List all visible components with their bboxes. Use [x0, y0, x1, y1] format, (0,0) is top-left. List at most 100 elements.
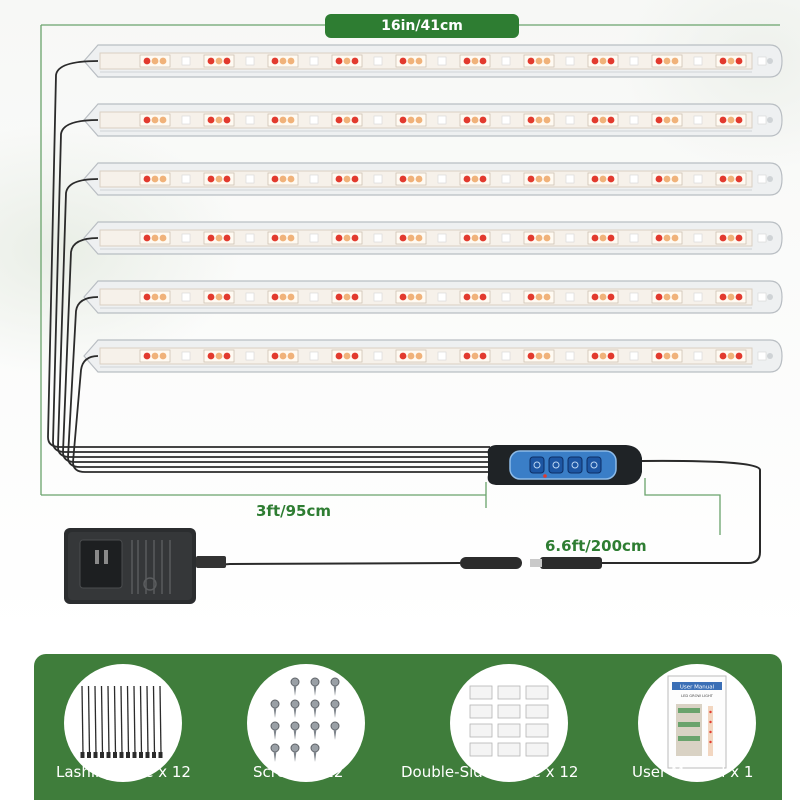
width-dimension-badge: 16in/41cm	[325, 14, 519, 38]
led-chip	[395, 54, 447, 68]
led-chip	[523, 290, 575, 304]
led-chip	[267, 290, 319, 304]
controller	[487, 445, 642, 485]
strip-wire	[67, 296, 490, 468]
extension-length-label: 6.6ft/200cm	[545, 537, 647, 555]
led-chip	[587, 349, 639, 363]
dimension-lines	[40, 24, 780, 535]
led-chip	[587, 290, 639, 304]
led-chip	[587, 231, 639, 245]
mode-icon[interactable]	[548, 456, 564, 474]
adapter-cable	[195, 559, 461, 566]
led-chip	[523, 172, 575, 186]
product-diagram	[40, 24, 783, 604]
accessories-panel: Lashing Tape x 12 Screws x 12 Double-Sid…	[34, 654, 782, 800]
led-chip	[587, 113, 639, 127]
led-chip	[459, 349, 511, 363]
accessory-label-user-manual: User Manual x 1	[632, 763, 754, 781]
led-chip	[523, 54, 575, 68]
timer-icon[interactable]	[529, 456, 545, 474]
dc-cable	[602, 459, 761, 564]
led-chip	[203, 113, 255, 127]
strip-wire	[47, 60, 490, 448]
led-chip	[523, 349, 575, 363]
led-chip	[139, 290, 191, 304]
light-strip	[83, 221, 783, 255]
light-strip	[83, 339, 783, 373]
led-chip	[203, 54, 255, 68]
led-chip	[139, 54, 191, 68]
dc-connector-male	[530, 557, 602, 569]
led-chip	[203, 349, 255, 363]
led-chip	[587, 172, 639, 186]
led-chip	[139, 172, 191, 186]
led-chip	[331, 290, 383, 304]
led-chip	[651, 54, 703, 68]
accessory-label-double-sided-tape: Double-Sided Tape x 12	[401, 763, 579, 781]
power-adapter	[64, 528, 196, 604]
strip-wire	[62, 237, 490, 463]
led-chip	[459, 113, 511, 127]
led-chip	[651, 172, 703, 186]
indicator-red-icon	[543, 474, 547, 478]
cable-length-label: 3ft/95cm	[256, 502, 332, 520]
accessory-lashing-tape	[64, 664, 194, 794]
strip-wire	[72, 355, 490, 473]
led-chip	[651, 231, 703, 245]
led-chip	[523, 231, 575, 245]
light-strip	[83, 103, 783, 137]
led-chip	[267, 113, 319, 127]
accessory-double-sided-tape	[450, 664, 580, 794]
led-chip	[331, 54, 383, 68]
led-chip	[459, 290, 511, 304]
light-strips	[83, 44, 783, 373]
led-chip	[267, 231, 319, 245]
cable-strain-relief	[196, 556, 226, 568]
led-chip	[715, 172, 767, 186]
led-chip	[139, 113, 191, 127]
manual-subtitle: LED GROW LIGHT	[681, 694, 714, 698]
led-chip	[267, 349, 319, 363]
led-chip	[139, 349, 191, 363]
led-chip	[203, 231, 255, 245]
led-chip	[203, 290, 255, 304]
led-chip	[715, 54, 767, 68]
led-chip	[331, 172, 383, 186]
led-chip	[267, 172, 319, 186]
led-chip	[395, 172, 447, 186]
screws-icon	[247, 664, 365, 782]
light-strip	[83, 44, 783, 78]
led-chip	[459, 172, 511, 186]
light-strip	[83, 280, 783, 314]
led-chip	[523, 113, 575, 127]
led-chip	[715, 349, 767, 363]
led-chip	[395, 349, 447, 363]
cable-ties-icon	[64, 664, 182, 782]
light-strip	[83, 162, 783, 196]
led-chip	[395, 231, 447, 245]
led-chip	[715, 113, 767, 127]
accessory-label-screws: Screws x 12	[253, 763, 344, 781]
led-chip	[715, 231, 767, 245]
led-chip	[139, 231, 191, 245]
manual-title: User Manual	[680, 685, 715, 691]
led-chip	[331, 231, 383, 245]
led-chip	[331, 113, 383, 127]
dc-connector-female	[460, 557, 522, 569]
led-chip	[651, 113, 703, 127]
accessory-user-manual: User Manual LED GROW LIGHT	[638, 664, 768, 794]
led-chip	[459, 54, 511, 68]
wire-bundle	[47, 60, 490, 473]
brightness-up-icon[interactable]	[586, 456, 602, 474]
manual-icon: User Manual LED GROW LIGHT	[638, 664, 756, 782]
led-chip	[715, 290, 767, 304]
led-chip	[267, 54, 319, 68]
brightness-down-icon[interactable]	[567, 456, 583, 474]
tape-pads-icon	[450, 664, 568, 782]
led-chip	[395, 290, 447, 304]
led-chip	[203, 172, 255, 186]
led-chip	[395, 113, 447, 127]
strip-wire	[52, 119, 490, 453]
led-chip	[587, 54, 639, 68]
strip-wire	[57, 178, 490, 458]
